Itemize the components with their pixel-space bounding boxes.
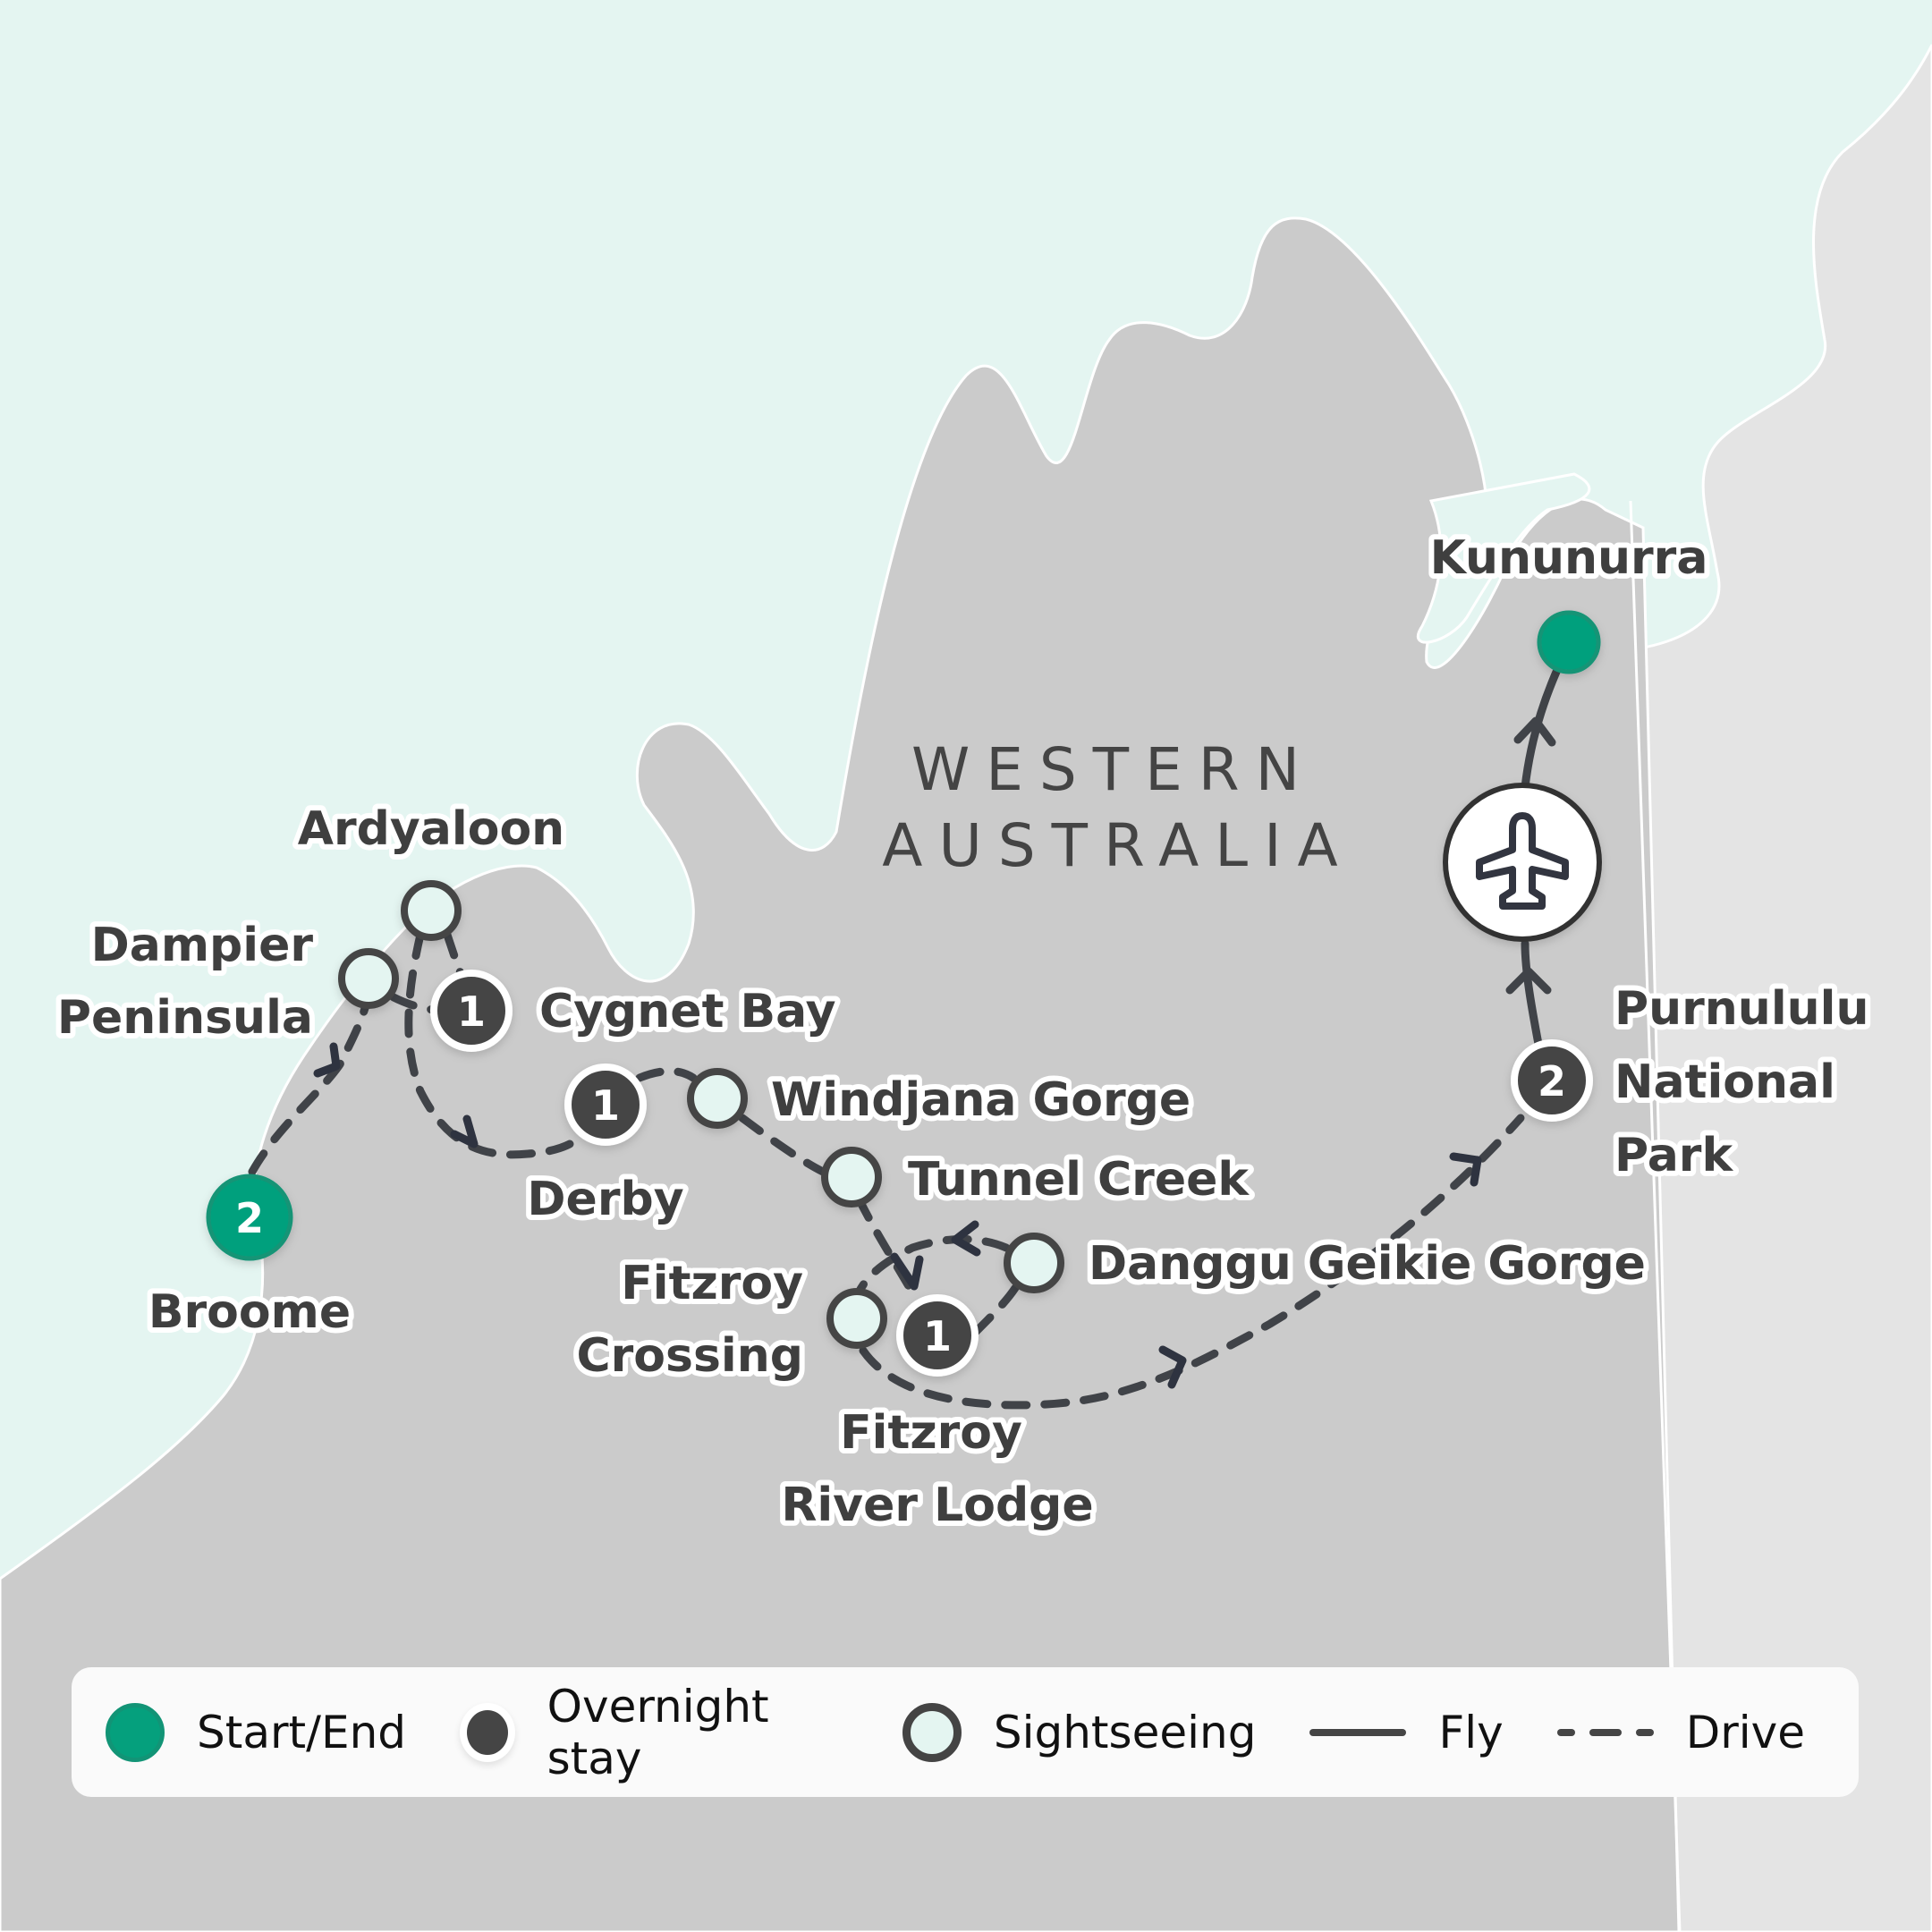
stop-broome-marker[interactable]: 2 (206, 1174, 293, 1261)
label-ardyaloon: Ardyaloon (298, 802, 564, 856)
label-danggu-geikie-gorge: Danggu Geikie Gorge (1089, 1237, 1646, 1291)
airplane-icon (1476, 812, 1569, 910)
label-cygnet-bay: Cygnet Bay (539, 985, 836, 1038)
label-purnululu-line1: Purnululu (1614, 982, 1869, 1036)
legend-start-end: Start/End (106, 1702, 407, 1762)
label-dampier-line1: Dampier (91, 919, 314, 972)
legend-label: Drive (1685, 1706, 1805, 1758)
label-purnululu-line2: National (1614, 1055, 1835, 1109)
arrow-icon (1505, 967, 1552, 995)
map-legend: Start/End Overnight stay Sightseeing Fly… (72, 1667, 1859, 1797)
label-purnululu-line3: Park (1614, 1129, 1733, 1182)
legend-sightseeing: Sightseeing (902, 1702, 1257, 1762)
arrow-icon (313, 1042, 341, 1078)
nights-count: 2 (235, 1194, 264, 1242)
label-kununurra: Kununurra (1430, 531, 1708, 585)
fly-arrowheads (1505, 716, 1556, 995)
label-fitzroy-lodge-line1: Fitzroy (840, 1406, 1022, 1460)
label-windjana-gorge: Windjana Gorge (771, 1073, 1191, 1127)
stop-dampier-peninsula-marker[interactable] (338, 948, 399, 1009)
route-lodge-danggu (970, 1284, 1020, 1337)
legend-fly: Fly (1309, 1706, 1504, 1758)
stop-fitzroy-crossing-marker[interactable] (826, 1288, 887, 1349)
start-end-marker-icon (106, 1702, 165, 1762)
label-fitzroy-crossing-line1: Fitzroy (621, 1257, 803, 1310)
stop-derby-marker[interactable]: 1 (564, 1063, 647, 1146)
nights-count: 1 (923, 1312, 952, 1360)
arrow-icon (450, 1114, 479, 1148)
legend-label: Start/End (197, 1706, 407, 1758)
stop-kununurra-marker[interactable] (1537, 610, 1601, 674)
dashed-line-icon (1556, 1728, 1654, 1736)
route-derby-windjana (635, 1067, 698, 1082)
label-fitzroy-lodge-line2: River Lodge (781, 1479, 1093, 1532)
drive-arrowheads (313, 1042, 1482, 1389)
arrow-icon (1158, 1345, 1187, 1389)
solid-line-icon (1309, 1728, 1407, 1736)
land-western-australia (0, 216, 1681, 1932)
stop-purnululu-marker[interactable]: 2 (1511, 1039, 1593, 1122)
label-broome: Broome (148, 1285, 351, 1339)
arrow-icon (1513, 716, 1556, 747)
label-tunnel-creek: Tunnel Creek (908, 1153, 1250, 1207)
sightseeing-marker-icon (902, 1702, 962, 1762)
nights-count: 1 (591, 1081, 620, 1130)
nights-count: 1 (457, 987, 486, 1036)
arrow-icon (951, 1220, 981, 1257)
sea-inlet-kununurra (1416, 472, 1591, 644)
route-ardyaloon-derby (404, 930, 586, 1159)
stop-tunnel-creek-marker[interactable] (821, 1147, 882, 1208)
overnight-marker-icon (460, 1702, 515, 1762)
label-derby: Derby (527, 1173, 683, 1226)
nights-count: 2 (1538, 1057, 1566, 1106)
route-danggu-crossing (854, 1235, 1011, 1297)
stop-fitzroy-river-lodge-marker[interactable]: 1 (896, 1294, 979, 1377)
label-dampier-line2: Peninsula (57, 991, 313, 1045)
label-fitzroy-crossing-line2: Crossing (577, 1329, 804, 1383)
arrow-icon (890, 1252, 924, 1291)
legend-label: Fly (1438, 1706, 1504, 1758)
legend-label: Sightseeing (993, 1706, 1257, 1758)
route-crossing-purnululu (859, 1114, 1525, 1410)
stop-cygnet-bay-marker[interactable]: 1 (430, 970, 513, 1052)
route-windjana-tunnel (738, 1114, 827, 1176)
legend-overnight: Overnight stay (460, 1681, 849, 1784)
arrow-icon (1449, 1152, 1482, 1187)
legend-label: Overnight stay (547, 1680, 769, 1784)
stop-danggu-geikie-gorge-marker[interactable] (1004, 1233, 1064, 1293)
stop-windjana-gorge-marker[interactable] (687, 1068, 748, 1129)
stop-ardyaloon-marker[interactable] (401, 880, 462, 941)
route-tunnel-lodge (854, 1194, 917, 1297)
region-label-line2: AUSTRALIA (882, 811, 1353, 880)
legend-drive: Drive (1556, 1706, 1805, 1758)
region-label-line1: WESTERN (911, 735, 1316, 804)
airplane-stop[interactable] (1443, 783, 1602, 942)
